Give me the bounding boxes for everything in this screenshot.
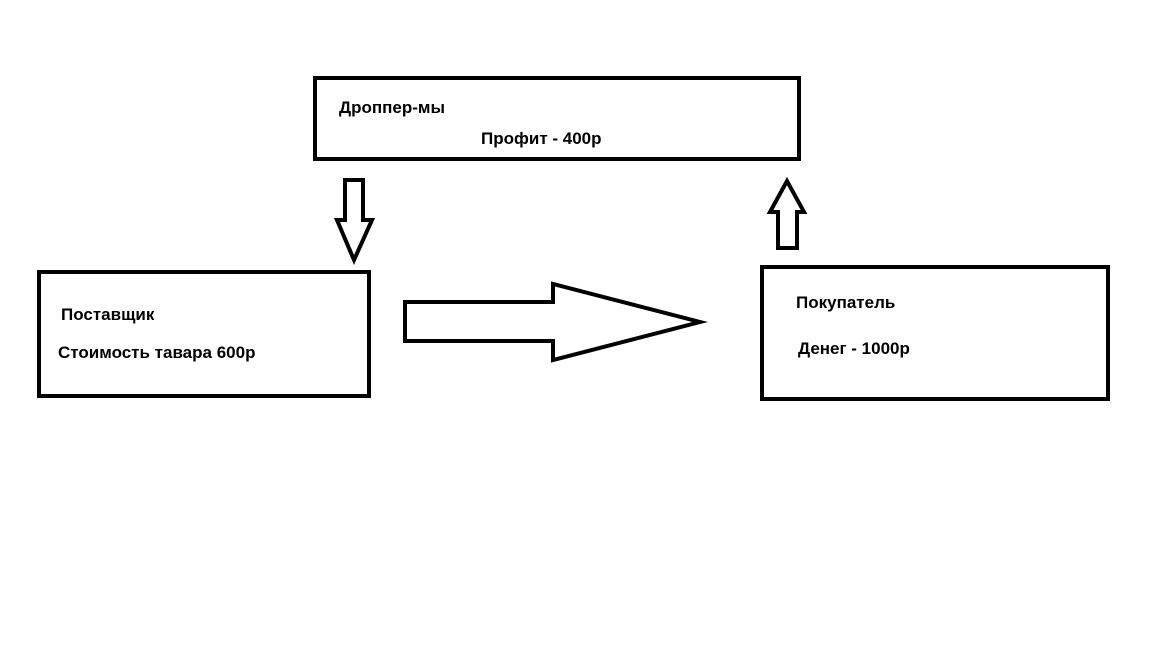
buyer-money: Денег - 1000р bbox=[798, 339, 910, 358]
supplier-box bbox=[37, 270, 371, 398]
arrow-down-dropper-to-supplier bbox=[333, 178, 376, 265]
buyer-box bbox=[760, 265, 1110, 401]
supplier-title: Поставщик bbox=[61, 305, 155, 324]
dropper-box bbox=[313, 76, 801, 161]
arrow-up-buyer-to-dropper bbox=[766, 176, 808, 250]
buyer-title: Покупатель bbox=[796, 293, 896, 312]
dropper-title: Дроппер-мы bbox=[339, 98, 446, 117]
arrow-right-supplier-to-buyer bbox=[403, 281, 708, 363]
dropper-profit: Профит - 400р bbox=[481, 129, 602, 148]
supplier-cost: Стоимость тавара 600р bbox=[58, 343, 256, 362]
